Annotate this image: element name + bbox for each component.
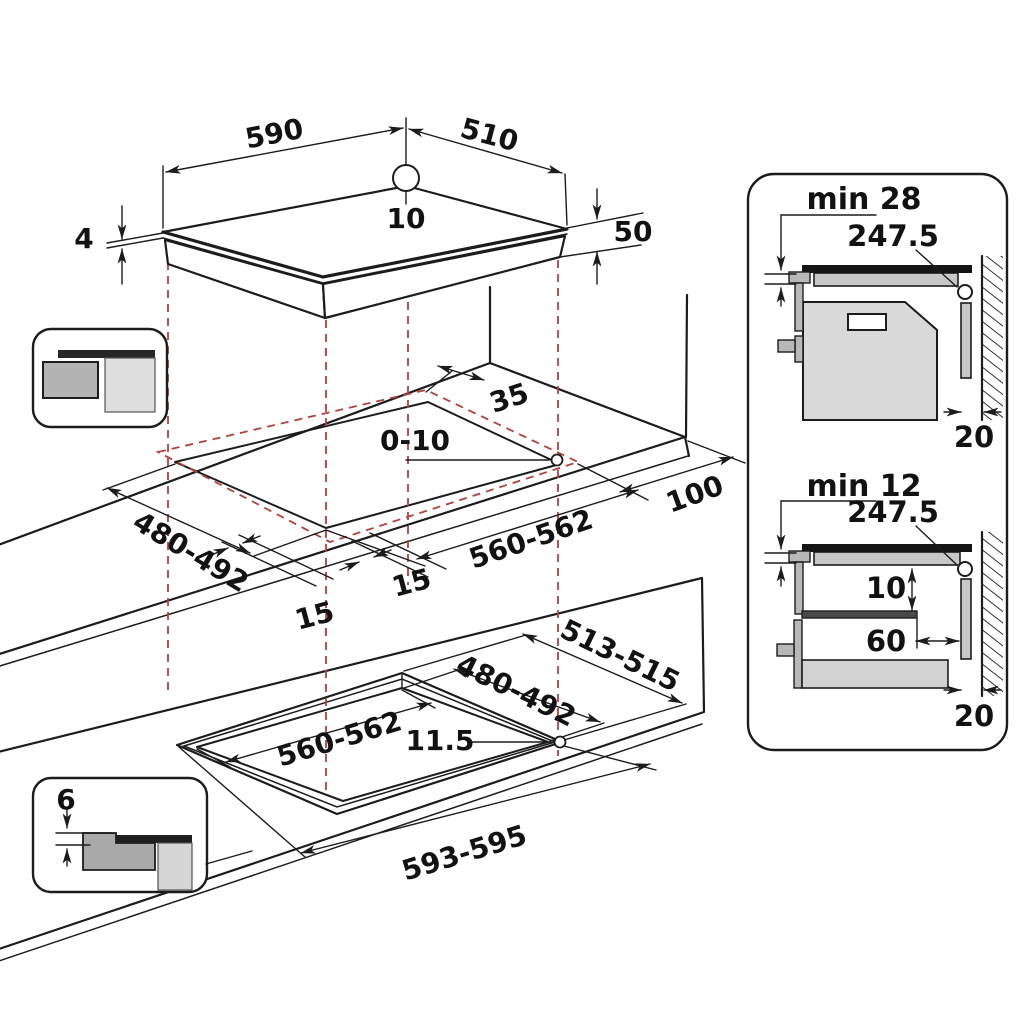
worktop-bar [813,272,959,287]
oven-body [802,301,938,421]
wall-hatch [983,532,1003,696]
dim-halfwidth-bottom: 247.5 [847,495,939,529]
section-overlay-min28 [764,214,1003,422]
inset2-glass-bar [116,835,192,843]
dim-hob-width: 590 [242,112,306,156]
dim-min28: min 28 [806,182,921,217]
dim-margin-left: 15 [291,595,337,637]
intermediate-shelf [801,610,918,619]
hob-footprint-dashed [155,389,581,543]
flush-cutout-dimensions [178,633,687,858]
inset2-cabinet [157,842,193,891]
hob-isometric [161,184,569,320]
rear-spacer [960,302,972,379]
dim-wallgap-top: 20 [954,420,994,454]
hob-glass-bar [802,544,972,552]
dim-body-height: 50 [614,215,653,248]
dim-rebate-depth: 6 [56,783,75,816]
wall-hatch [983,256,1003,420]
hob-dimensions [106,117,644,285]
dim-flush-outer-width: 593-595 [398,818,531,887]
dim-shelf-gap: 10 [866,571,906,605]
drawer-front [801,659,949,689]
rear-spacer [960,578,972,660]
inset1-cabinet [42,361,99,399]
inset-overlay-mount [31,327,169,429]
dim-halfwidth-top: 247.5 [847,219,939,253]
dim-flush-rim: 11.5 [405,724,474,757]
centre-mark [392,164,420,192]
clearance-panel [746,172,1009,752]
dim-hob-depth: 510 [457,111,522,158]
dim-overhang: 0-10 [380,424,450,457]
overlay-cutout-dimensions [102,365,746,587]
inset1-worktop [104,357,156,413]
dim-cutout-width: 560-562 [465,502,597,575]
dim-shelf-inset: 60 [866,624,906,658]
dim-margin-front: 15 [388,562,434,604]
hob-glass-bar [802,265,972,273]
inset1-glass-bar [58,350,155,358]
inset-flush-mount [31,776,253,894]
worktop-bar [813,551,961,566]
hob-edge-radius [957,561,973,577]
dim-min12: min 12 [806,469,921,504]
hob-edge-radius [957,284,973,300]
section-flush-min12 [764,500,1003,698]
dim-glass-thickness: 4 [74,222,93,255]
dim-wallgap-bottom: 20 [954,699,994,733]
dim-centre-offset: 10 [387,202,426,235]
oven-vent [847,313,887,331]
